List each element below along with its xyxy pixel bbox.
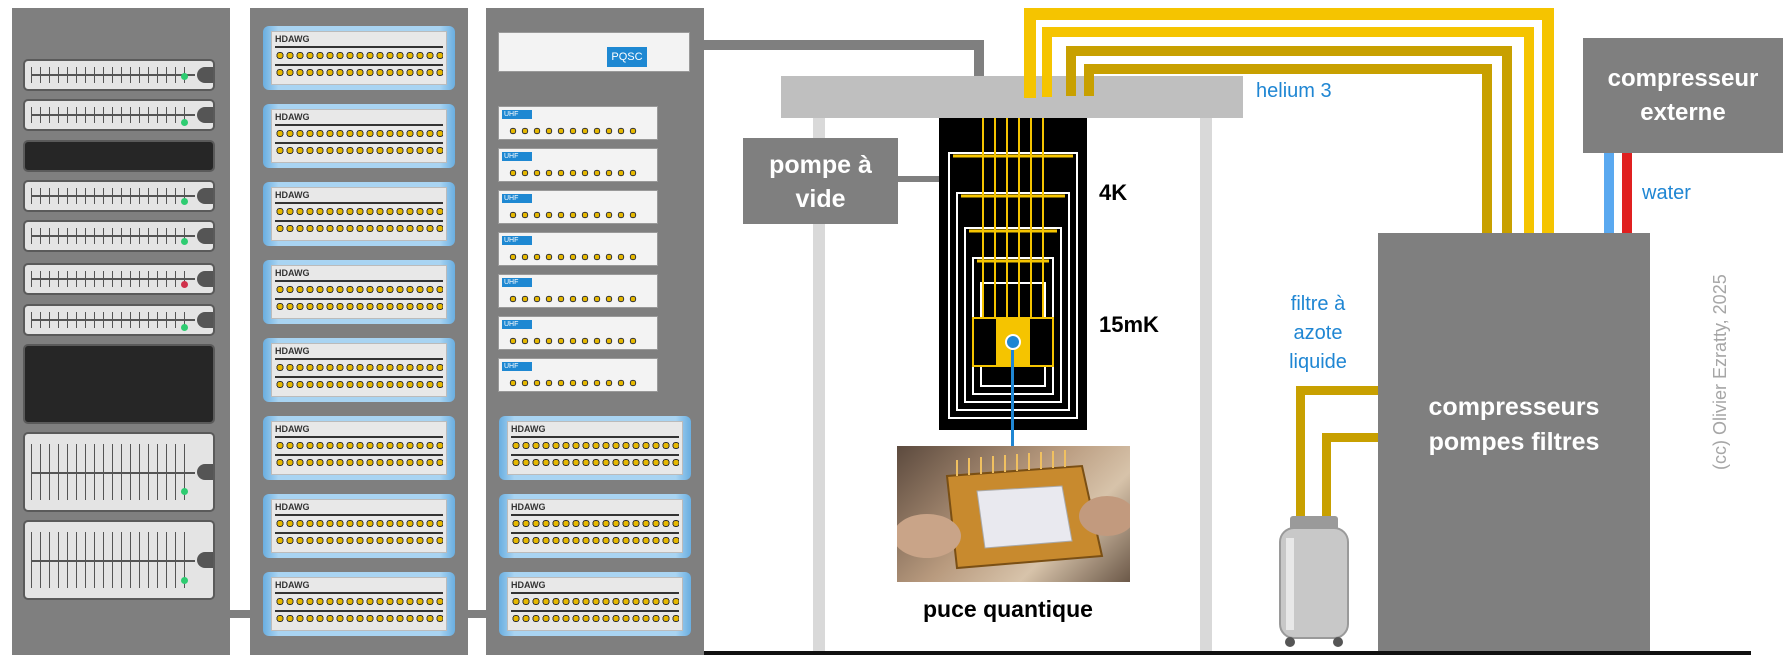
pqsc-module: PQSC xyxy=(498,32,690,72)
dilution-fridge xyxy=(939,118,1087,430)
helium-pipe-2 xyxy=(1524,27,1534,233)
nitrogen-pipe xyxy=(1296,386,1378,395)
rack-unit xyxy=(23,99,215,131)
hdawg-module: HDAWG xyxy=(263,572,455,636)
nitrogen-dewar xyxy=(1276,508,1352,648)
nitrogen-pipe xyxy=(1322,433,1378,442)
uhf-module: UHF xyxy=(498,106,658,140)
rack-link xyxy=(466,610,490,618)
rack-unit xyxy=(23,180,215,212)
helium-pipe-4 xyxy=(1084,64,1094,96)
water-pipe-blue xyxy=(1604,153,1614,235)
vacuum-line xyxy=(898,176,942,182)
rack-unit-large xyxy=(23,520,215,600)
pqsc-badge: PQSC xyxy=(607,47,647,67)
hdawg-module: HDAWG xyxy=(499,416,691,480)
hdawg-module: HDAWG xyxy=(263,104,455,168)
helium-pipe-2 xyxy=(1042,27,1052,97)
helium-pipe-3 xyxy=(1502,46,1512,233)
uhf-module: UHF xyxy=(498,232,658,266)
rack-unit-dark xyxy=(23,140,215,172)
cryostat-top-plate xyxy=(781,76,1243,118)
hdawg-module: HDAWG xyxy=(263,416,455,480)
helium-pipe-3 xyxy=(1066,46,1512,56)
credit-text: (cc) Olivier Ezratty, 2025 xyxy=(1710,274,1730,470)
control-cable xyxy=(974,40,984,78)
hdawg-module: HDAWG xyxy=(499,494,691,558)
rack-unit xyxy=(23,59,215,91)
hdawg-module: HDAWG xyxy=(263,182,455,246)
helium-pipe-4 xyxy=(1084,64,1492,74)
hdawg-module: HDAWG xyxy=(263,26,455,90)
rack-unit xyxy=(23,304,215,336)
rack-unit xyxy=(23,220,215,252)
cryostat-leg-left xyxy=(813,110,825,655)
helium-pipe-outer xyxy=(1024,8,1036,98)
helium-pipe-2 xyxy=(1042,27,1534,37)
compressors-label: compresseurs pompes filtres xyxy=(1428,393,1600,456)
stage-4k-label: 4K xyxy=(1099,180,1128,205)
floor-line xyxy=(704,651,1751,655)
hdawg-module: HDAWG xyxy=(263,338,455,402)
hdawg-module: HDAWG xyxy=(263,494,455,558)
uhf-module: UHF xyxy=(498,148,658,182)
external-compressor-box xyxy=(1583,38,1783,153)
water-pipe-red xyxy=(1622,153,1632,235)
helium-pipe-3 xyxy=(1066,46,1076,96)
rack-unit-dark xyxy=(23,344,215,424)
quantum-chip-photo xyxy=(897,446,1130,582)
nitrogen-pipe xyxy=(1296,386,1305,516)
helium-pipe-4 xyxy=(1482,64,1492,233)
uhf-module: UHF xyxy=(498,316,658,350)
quantum-chip-label: puce quantique xyxy=(923,596,1093,622)
stage-15mk-label: 15mK xyxy=(1099,312,1159,337)
hdawg-module: HDAWG xyxy=(263,260,455,324)
control-cable xyxy=(704,40,984,50)
uhf-module: UHF xyxy=(498,274,658,308)
rack-unit xyxy=(23,263,215,295)
uhf-module: UHF xyxy=(498,190,658,224)
compressors-box xyxy=(1378,233,1650,655)
helium-label: helium 3 xyxy=(1256,80,1332,102)
external-compressor-label: compresseur externe xyxy=(1607,65,1759,126)
cryostat-leg-right xyxy=(1200,110,1212,655)
helium-pipe-outer xyxy=(1024,8,1554,20)
vacuum-pump-box xyxy=(743,138,898,224)
uhf-module: UHF xyxy=(498,358,658,392)
nitrogen-filter-label: filtre à azote liquide xyxy=(1289,293,1347,373)
rack-link xyxy=(228,610,252,618)
vacuum-pump-label: pompe à vide xyxy=(769,151,872,213)
nitrogen-pipe xyxy=(1322,433,1331,516)
chip-link xyxy=(1011,350,1014,448)
helium-pipe-outer xyxy=(1542,8,1554,233)
rack-unit-large xyxy=(23,432,215,512)
hdawg-module: HDAWG xyxy=(499,572,691,636)
water-label: water xyxy=(1642,182,1691,204)
